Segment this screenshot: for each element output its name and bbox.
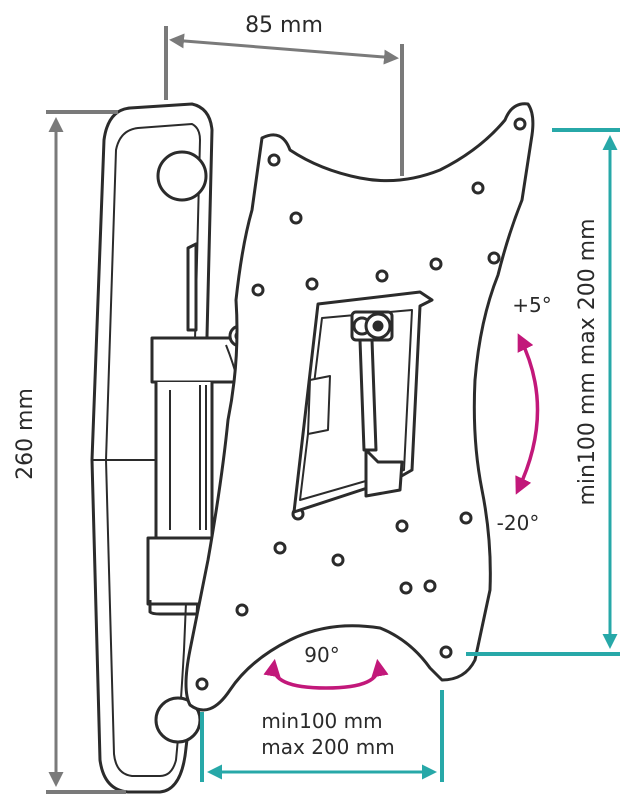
depth-label: 85 mm: [245, 13, 323, 38]
height-label: 260 mm: [13, 388, 38, 480]
swivel-label: 90°: [304, 643, 339, 667]
vesa-vertical-label: min100 mm max 200 mm: [575, 218, 600, 505]
tilt-up-label: +5°: [512, 293, 551, 317]
height-dimension: 260 mm: [13, 110, 126, 794]
tilt-down-label: -20°: [497, 511, 540, 535]
tilt-range: +5° -20°: [497, 293, 552, 535]
swivel-range: 90°: [263, 643, 389, 690]
vesa-horizontal-label-max: max 200 mm: [261, 735, 394, 759]
vesa-horizontal-label-min: min100 mm: [261, 709, 382, 733]
depth-dimension: 85 mm: [164, 13, 404, 176]
wall-plate: [90, 102, 214, 794]
vesa-horizontal-dimension: min100 mm max 200 mm: [200, 690, 444, 782]
vesa-vertical-dimension: min100 mm max 200 mm: [466, 128, 620, 656]
tilt-mechanism: [292, 290, 434, 514]
